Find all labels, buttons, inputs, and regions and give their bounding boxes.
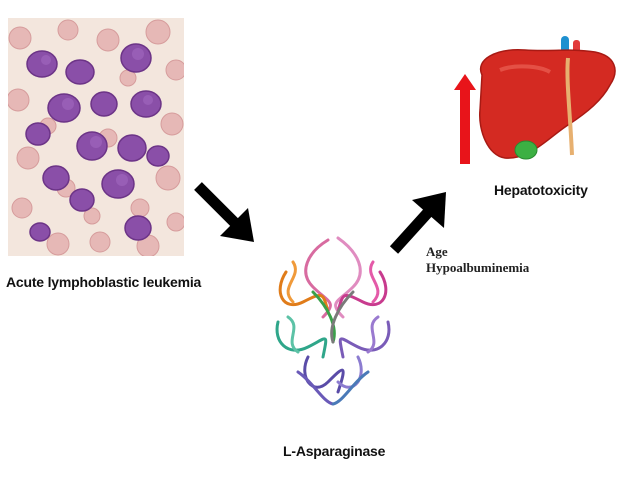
increase-arrow-icon: [453, 74, 477, 166]
protein-structure-image: [268, 232, 398, 412]
risk-factor-age: Age: [426, 244, 448, 259]
blood-smear-image: [8, 18, 184, 256]
arrow-up-right-icon: [384, 186, 454, 258]
outcome-label: Hepatotoxicity: [494, 182, 588, 198]
disease-label: Acute lymphoblastic leukemia: [6, 274, 202, 290]
liver-image: [470, 30, 620, 165]
arrow-down-right-icon: [190, 178, 260, 248]
drug-label: L-Asparaginase: [283, 443, 386, 459]
risk-factor-hypoalbuminemia: Hypoalbuminemia: [426, 260, 530, 275]
